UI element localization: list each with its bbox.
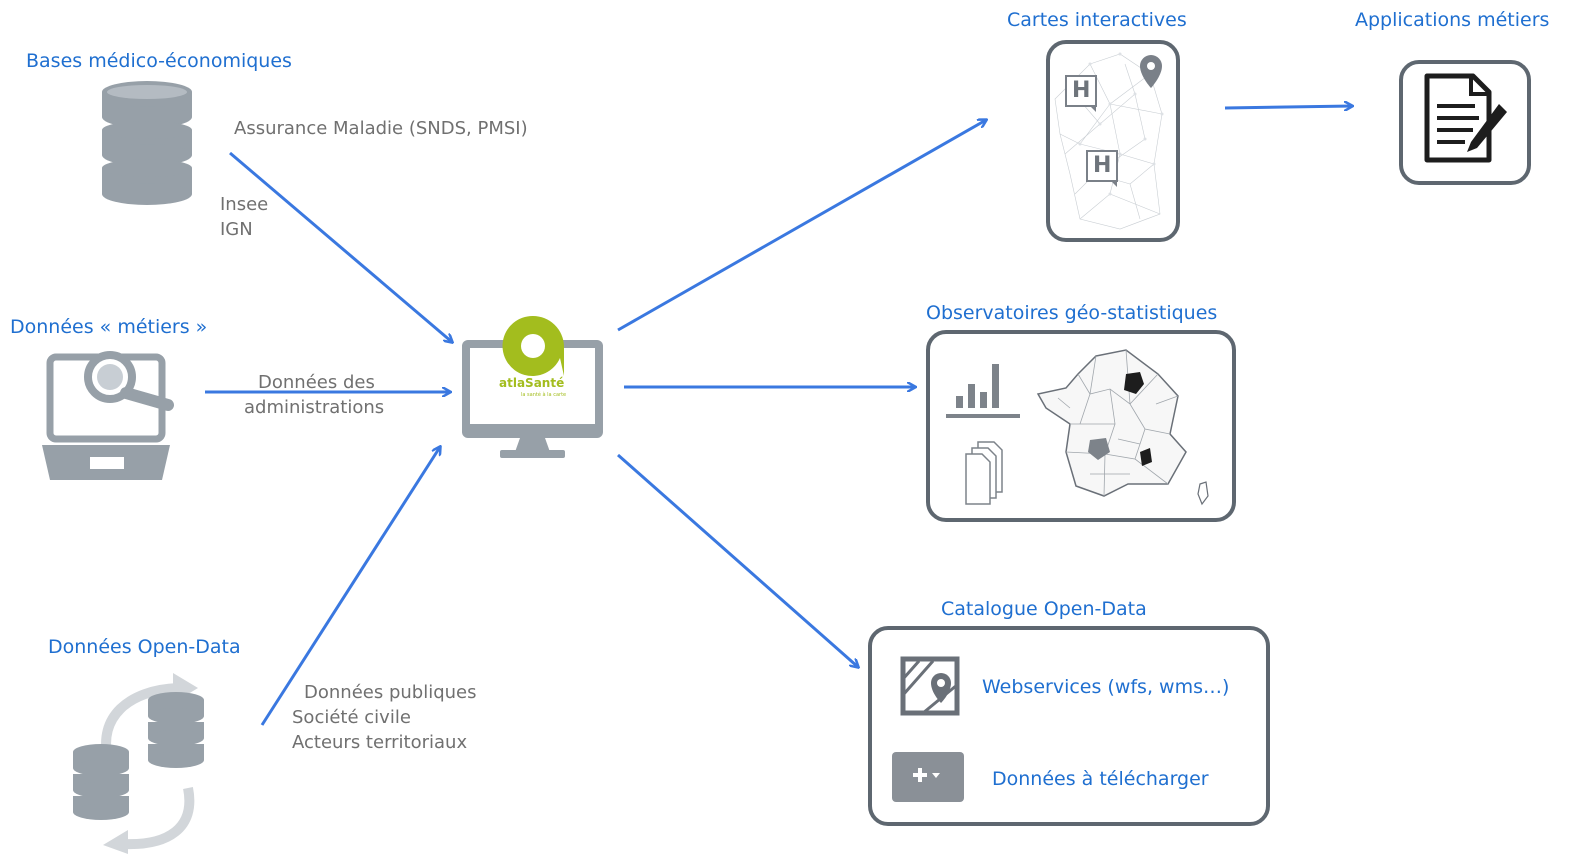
label-acteurs-territoriaux: Acteurs territoriaux — [292, 732, 468, 753]
label-bases-medico: Bases médico-économiques — [26, 50, 292, 72]
hospital-marker-2: H — [1093, 153, 1112, 178]
hospital-marker-1: H — [1072, 78, 1091, 103]
label-ign: IGN — [220, 219, 253, 240]
arrow-center-to-catalogue — [617, 453, 858, 667]
label-donnees-des: Données des — [258, 372, 375, 393]
arrow-opendata-to-center — [260, 447, 440, 726]
arrow-center-to-cartes — [617, 120, 986, 332]
label-applications-metiers: Applications métiers — [1355, 9, 1550, 31]
cartes-box: H H — [1046, 40, 1180, 242]
laptop-search-icon — [42, 351, 174, 480]
arrow-cartes-to-applications — [1224, 106, 1352, 108]
logo-tagline: la santé à la carte — [521, 392, 567, 398]
statistics-map-icon — [946, 349, 1209, 506]
download-plus-icon — [892, 752, 964, 802]
logo-name: atlaSanté — [499, 376, 565, 390]
atlasante-logo-icon — [502, 315, 564, 376]
label-donnees-publiques: Données publiques — [304, 682, 477, 703]
data-sync-icon — [73, 673, 204, 854]
label-administrations: administrations — [244, 397, 385, 418]
arrow-bases-to-center — [229, 151, 452, 342]
label-insee: Insee — [220, 194, 269, 215]
label-donnees-metiers: Données « métiers » — [10, 316, 208, 338]
applications-box — [1399, 60, 1531, 185]
observatoires-box — [926, 330, 1236, 522]
label-catalogue-opendata: Catalogue Open-Data — [941, 598, 1147, 620]
catalogue-box: Webservices (wfs, wms…) Données à téléch… — [868, 626, 1270, 826]
database-icon — [102, 81, 192, 205]
label-donnees-opendata: Données Open-Data — [48, 636, 241, 658]
label-donnees-telecharger: Données à télécharger — [992, 768, 1209, 790]
label-webservices: Webservices (wfs, wms…) — [982, 676, 1230, 698]
label-cartes-interactives: Cartes interactives — [1007, 9, 1187, 31]
monitor-icon — [462, 340, 603, 458]
france-network-map-icon — [1054, 52, 1164, 230]
label-societe-civile: Société civile — [292, 707, 411, 728]
label-assurance-maladie: Assurance Maladie (SNDS, PMSI) — [234, 118, 528, 139]
map-pin-icon — [900, 656, 960, 716]
label-observatoires: Observatoires géo-statistiques — [926, 302, 1218, 324]
document-edit-icon — [1424, 73, 1507, 163]
